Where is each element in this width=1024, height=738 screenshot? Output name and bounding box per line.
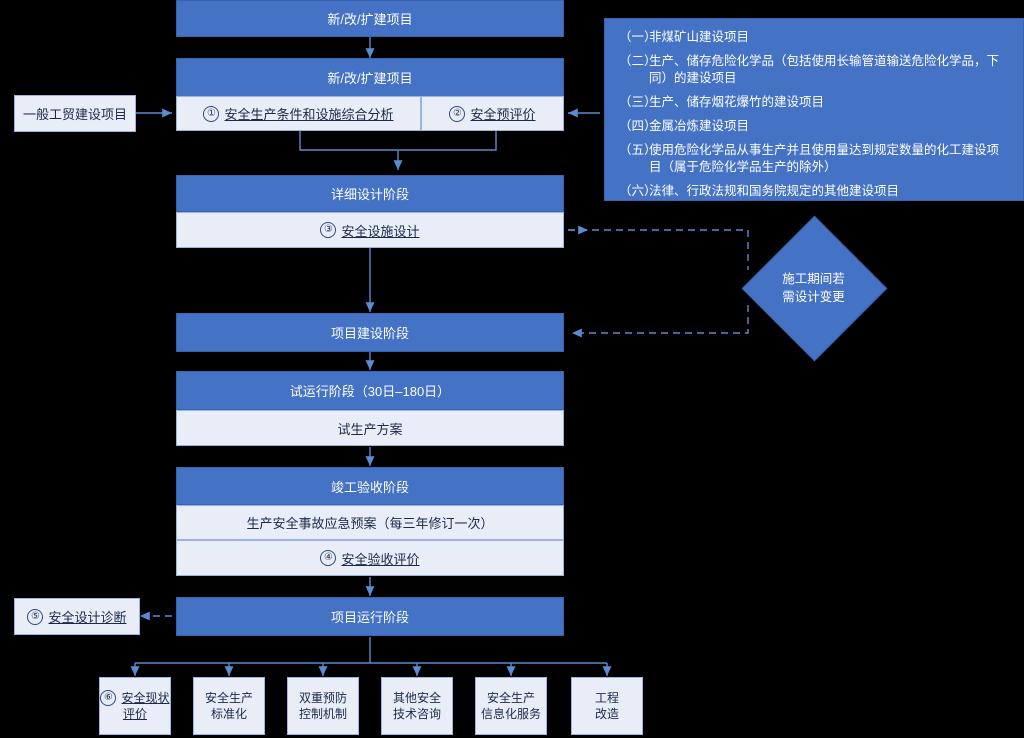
node-stage3-item-label: 安全设施设计: [341, 223, 420, 239]
node-stage3-item[interactable]: ③ 安全设施设计: [176, 212, 564, 248]
legend-item-text: 生产、储存烟花爆竹的建设项目: [649, 95, 825, 109]
service-box-2-line1: 安全生产: [204, 691, 253, 705]
legend-item-marker: （二）: [619, 54, 657, 68]
service-box-4-line1: 其他安全: [392, 691, 441, 705]
legend-item-marker: （五）: [619, 143, 657, 157]
node-stage3-title: 详细设计阶段: [176, 175, 564, 212]
diamond-text-line1: 施工期间若: [782, 271, 845, 286]
legend-panel: （一） 非煤矿山建设项目 （二） 生产、储存危险化学品（包括使用长输管道输送危险…: [604, 18, 1024, 201]
marker-circle-6: ⑥: [100, 690, 117, 706]
service-box-6[interactable]: 工程 改造: [571, 677, 643, 735]
legend-item: （二） 生产、储存危险化学品（包括使用长输管道输送危险化学品，下同）的建设项目: [619, 53, 1009, 87]
node-general-industrial-project: 一般工贸建设项目: [14, 95, 136, 132]
marker-circle-3: ③: [320, 222, 337, 238]
service-box-1-line1: 安全现状: [121, 691, 170, 705]
node-stage5-title: 试运行阶段（30日–180日）: [176, 371, 564, 410]
node-stage2-item-2-label: 安全预评价: [470, 107, 536, 122]
legend-item: （四） 金属冶炼建设项目: [619, 118, 1009, 135]
service-box-6-line1: 工程: [594, 691, 619, 705]
node-stage2-item-2[interactable]: ② 安全预评价: [421, 96, 564, 131]
legend-item-text: 生产、储存危险化学品（包括使用长输管道输送危险化学品，下同）的建设项目: [649, 54, 1000, 85]
legend-item-text: 法律、行政法规和国务院规定的其他建设项目: [649, 184, 900, 198]
node-design-change-decision: 施工期间若 需设计变更: [741, 215, 888, 362]
service-box-1-line2: 评价: [122, 707, 147, 721]
legend-item-text: 金属冶炼建设项目: [649, 119, 750, 133]
node-stage6-title: 竣工验收阶段: [176, 467, 564, 505]
legend-item-marker: （六）: [619, 184, 657, 198]
service-box-5-line2: 信息化服务: [480, 707, 541, 721]
node-stage5-item: 试生产方案: [176, 410, 564, 446]
node-safety-design-diagnosis[interactable]: ⑤ 安全设计诊断: [14, 598, 140, 635]
service-box-3[interactable]: 双重预防 控制机制: [287, 677, 359, 735]
service-box-5-line1: 安全生产: [486, 691, 535, 705]
node-stage2-item-1-label: 安全生产条件和设施综合分析: [224, 107, 394, 122]
node-stage4-title: 项目建设阶段: [176, 313, 564, 352]
node-top-title: 新/改/扩建项目: [176, 0, 564, 37]
node-stage2-item-1[interactable]: ① 安全生产条件和设施综合分析: [176, 96, 421, 131]
service-box-4-line2: 技术咨询: [392, 707, 441, 721]
node-stage6-item-2[interactable]: ④ 安全验收评价: [176, 540, 564, 576]
service-box-2-line2: 标准化: [210, 707, 247, 721]
legend-item: （一） 非煤矿山建设项目: [619, 29, 1009, 46]
marker-circle-5: ⑤: [27, 608, 44, 625]
service-box-6-line2: 改造: [594, 707, 619, 721]
legend-item-text: 非煤矿山建设项目: [649, 30, 750, 44]
marker-circle-4: ④: [320, 550, 337, 566]
legend-item-text: 使用危险化学品从事生产并且使用量达到规定数量的化工建设项目（属于危险化学品生产的…: [649, 143, 1000, 174]
marker-circle-2: ②: [449, 105, 466, 122]
legend-item-marker: （三）: [619, 95, 657, 109]
node-stage7-title: 项目运行阶段: [176, 597, 564, 636]
legend-item: （六） 法律、行政法规和国务院规定的其他建设项目: [619, 183, 1009, 200]
service-box-1[interactable]: ⑥ 安全现状 评价: [99, 677, 171, 735]
diamond-text-line2: 需设计变更: [782, 289, 845, 304]
service-box-3-line2: 控制机制: [298, 707, 347, 721]
marker-circle-1: ①: [203, 105, 220, 122]
node-stage6-item-1: 生产安全事故应急预案（每三年修订一次）: [176, 505, 564, 540]
service-box-3-line1: 双重预防: [298, 691, 347, 705]
service-box-2[interactable]: 安全生产 标准化: [193, 677, 265, 735]
node-stage6-item-2-label: 安全验收评价: [341, 551, 420, 567]
node-stage2-title: 新/改/扩建项目: [176, 58, 564, 97]
legend-item: （三） 生产、储存烟花爆竹的建设项目: [619, 94, 1009, 111]
diamond-text: 施工期间若 需设计变更: [748, 222, 879, 353]
legend-item-marker: （四）: [619, 119, 657, 133]
legend-item-marker: （一）: [619, 30, 657, 44]
node-safety-design-diagnosis-label: 安全设计诊断: [48, 610, 127, 625]
service-box-4[interactable]: 其他安全 技术咨询: [381, 677, 453, 735]
service-box-5[interactable]: 安全生产 信息化服务: [475, 677, 547, 735]
legend-item: （五） 使用危险化学品从事生产并且使用量达到规定数量的化工建设项目（属于危险化学…: [619, 142, 1009, 176]
